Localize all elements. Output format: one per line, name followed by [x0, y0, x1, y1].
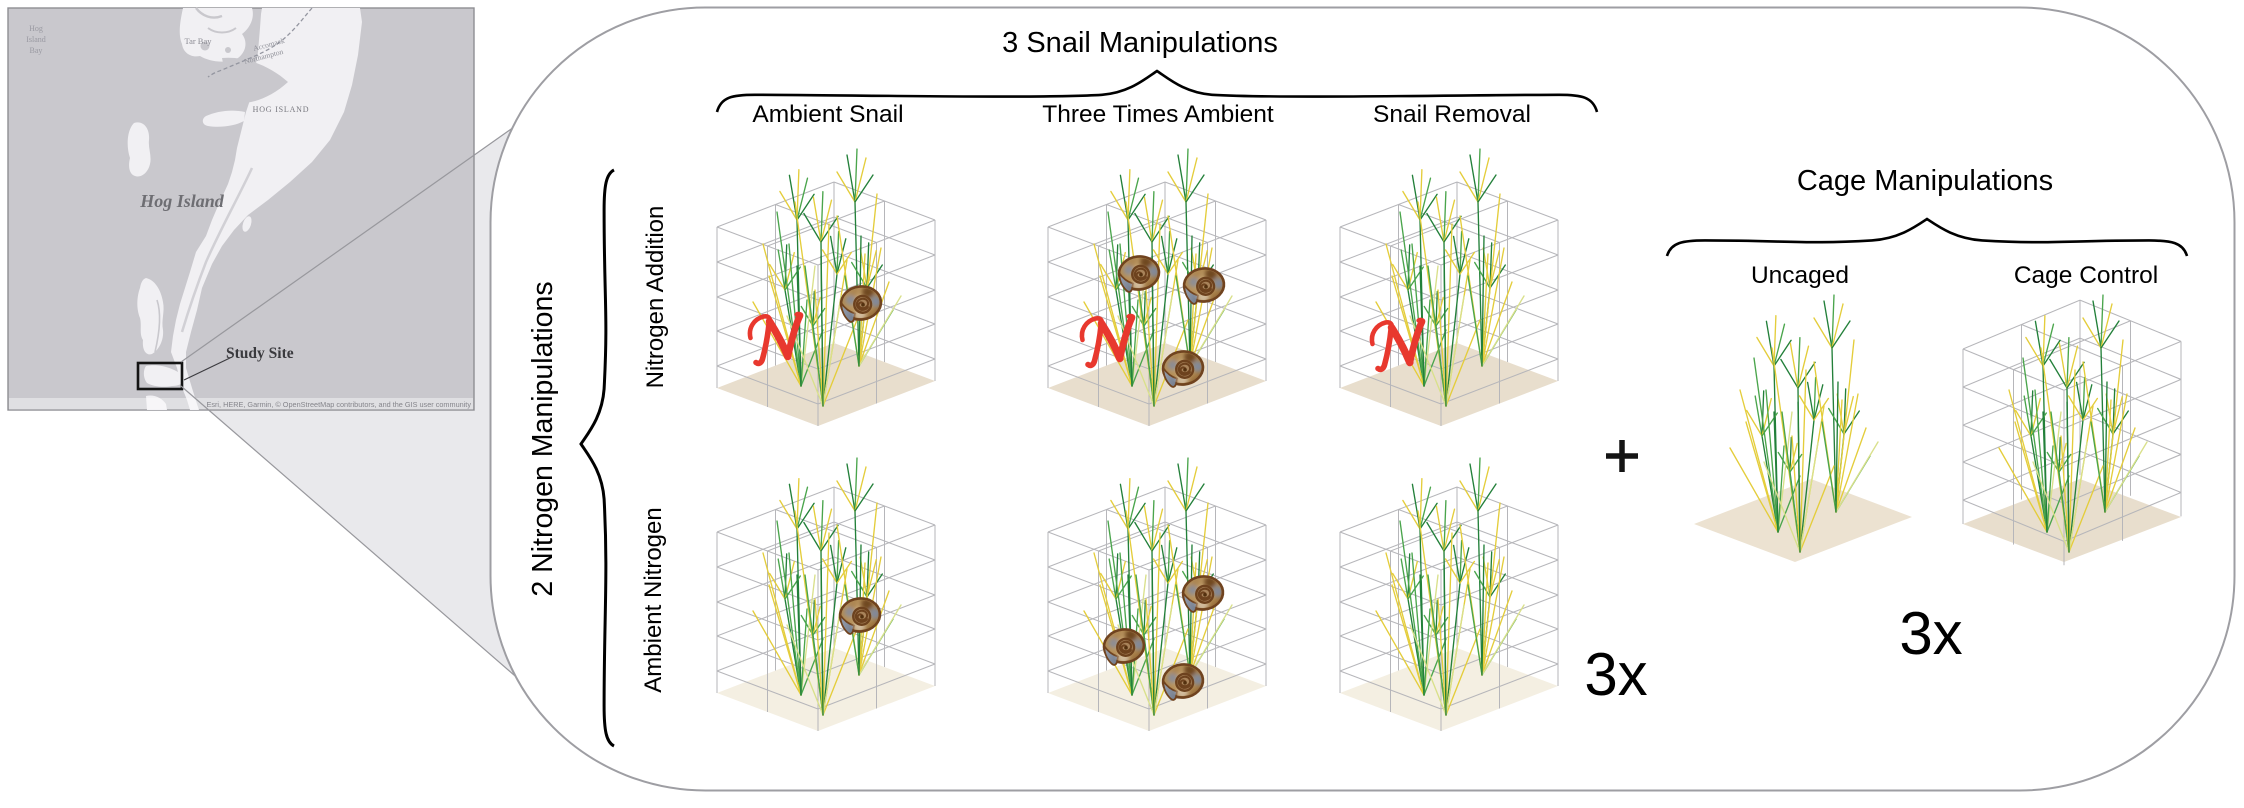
svg-text:Uncaged: Uncaged [1751, 262, 1849, 289]
svg-text:Cage Manipulations: Cage Manipulations [1797, 165, 2053, 197]
svg-text:Ambient Snail: Ambient Snail [752, 101, 903, 128]
svg-text:Esri, HERE, Garmin, © OpenStre: Esri, HERE, Garmin, © OpenStreetMap cont… [206, 400, 471, 409]
svg-text:Snail Removal: Snail Removal [1373, 101, 1531, 128]
svg-text:Island: Island [26, 35, 46, 44]
svg-text:Study Site: Study Site [226, 345, 294, 362]
svg-text:Hog Island: Hog Island [139, 191, 225, 211]
svg-text:3 Snail Manipulations: 3 Snail Manipulations [1002, 27, 1278, 59]
svg-text:Hog: Hog [29, 24, 43, 33]
svg-text:Nitrogen Addition: Nitrogen Addition [642, 206, 669, 389]
svg-text:3x: 3x [1584, 641, 1647, 708]
svg-text:HOG ISLAND: HOG ISLAND [253, 105, 310, 114]
svg-text:Ambient Nitrogen: Ambient Nitrogen [640, 507, 667, 692]
svg-text:2 Nitrogen Manipulations: 2 Nitrogen Manipulations [527, 281, 559, 596]
svg-text:3x: 3x [1899, 600, 1962, 667]
svg-text:Cage Control: Cage Control [2014, 262, 2158, 289]
svg-text:Tar Bay: Tar Bay [184, 36, 212, 46]
svg-text:Three Times Ambient: Three Times Ambient [1042, 101, 1274, 128]
svg-text:Bay: Bay [30, 46, 43, 55]
